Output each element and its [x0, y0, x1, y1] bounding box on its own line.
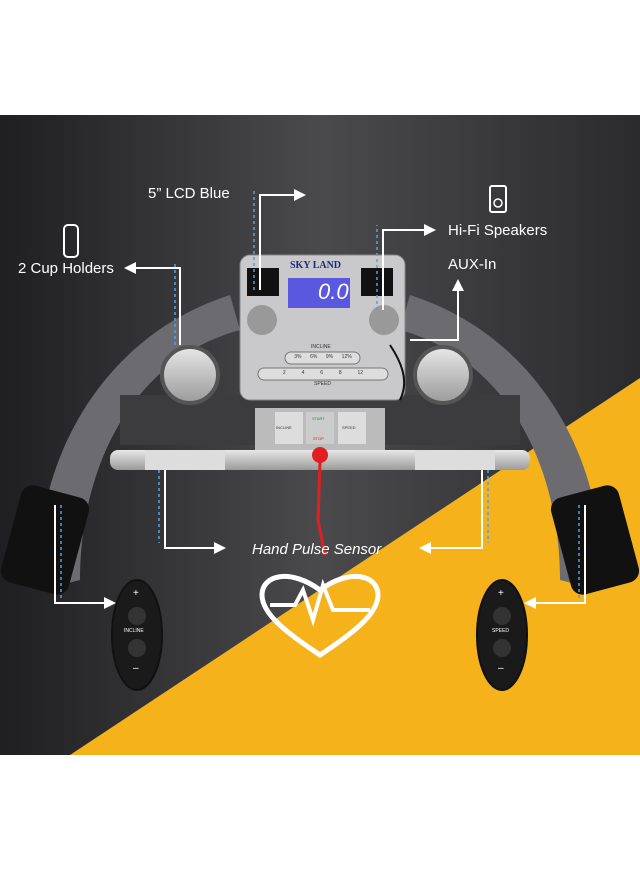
- left-remote: [111, 579, 163, 691]
- speed-rocker[interactable]: [338, 412, 366, 444]
- incline-rocker[interactable]: [275, 412, 303, 444]
- start-stop-button[interactable]: [306, 412, 334, 444]
- cup-arrow-icon: [124, 262, 181, 345]
- pulse-left-arrow-icon: [164, 470, 226, 554]
- left-pulse-sensor: [145, 450, 225, 470]
- safety-cord: [316, 461, 327, 556]
- incline-label: INCLINE: [311, 344, 331, 350]
- left-remote-arrow-icon: [54, 505, 116, 609]
- speed-key[interactable]: 12: [357, 370, 364, 376]
- aux-label: AUX-In: [448, 256, 497, 273]
- speaker-icon: [489, 185, 507, 213]
- stop-label: STOP: [313, 436, 324, 441]
- right-remote-minus: –: [498, 663, 504, 674]
- dashed-guides: [60, 190, 580, 598]
- left-info-sticker: [247, 268, 279, 296]
- water-bottle-icon: [63, 224, 79, 258]
- lcd-label: 5” LCD Blue: [148, 185, 230, 202]
- speakers-label: Hi-Fi Speakers: [448, 222, 548, 239]
- left-remote-label: INCLINE: [124, 628, 144, 634]
- right-grip: [550, 485, 640, 595]
- pulse-label: Hand Pulse Sensor: [252, 541, 382, 558]
- incline-down-button[interactable]: [128, 639, 146, 657]
- brand-logo: SKY LAND: [290, 260, 342, 271]
- incline-key-row: 3% 6% 9% 12%: [290, 354, 356, 360]
- speed-key[interactable]: 8: [338, 370, 342, 376]
- cup-holders-label: 2 Cup Holders: [18, 260, 114, 277]
- left-cup-holder: [160, 345, 220, 405]
- right-remote-label: SPEED: [492, 628, 509, 634]
- speed-rocker-label: SPEED: [342, 425, 356, 430]
- speed-key[interactable]: 6: [320, 370, 323, 376]
- start-label: START: [312, 416, 325, 421]
- lcd-arrow-icon: [259, 189, 306, 290]
- left-speaker: [247, 305, 277, 335]
- safety-key: [312, 447, 328, 463]
- speed-key[interactable]: 2: [282, 370, 286, 376]
- incline-key[interactable]: 9%: [325, 354, 334, 360]
- left-grip: [0, 485, 90, 595]
- right-remote-plus: +: [498, 588, 504, 599]
- aux-cable: [389, 344, 406, 401]
- right-remote-arrow-icon: [524, 505, 586, 609]
- right-remote: [476, 579, 528, 691]
- incline-key[interactable]: 12%: [341, 354, 352, 360]
- speaker-arrow-icon: [382, 224, 436, 310]
- arrows: [54, 189, 586, 609]
- right-cup-holder: [413, 345, 473, 405]
- speed-label: SPEED: [314, 381, 331, 387]
- speed-keys: [257, 367, 389, 381]
- left-remote-minus: –: [133, 663, 139, 674]
- pulse-right-arrow-icon: [419, 470, 483, 554]
- incline-rocker-label: INCLINE: [276, 425, 292, 430]
- incline-up-button[interactable]: [128, 607, 146, 625]
- pulse-line: [270, 578, 370, 627]
- incline-key[interactable]: 6%: [310, 354, 318, 360]
- incline-keys: [284, 351, 361, 365]
- speed-up-button[interactable]: [493, 607, 511, 625]
- incline-key[interactable]: 3%: [294, 354, 302, 360]
- speed-down-button[interactable]: [493, 639, 511, 657]
- right-pulse-sensor: [415, 450, 495, 470]
- left-remote-plus: +: [133, 588, 139, 599]
- aux-arrow-icon: [410, 279, 464, 341]
- lcd-value: 0.0: [318, 279, 349, 304]
- speed-key-row: 2 4 6 8 12: [275, 370, 371, 376]
- right-speaker: [369, 305, 399, 335]
- lcd-display: [288, 278, 350, 308]
- speed-key[interactable]: 4: [301, 370, 305, 376]
